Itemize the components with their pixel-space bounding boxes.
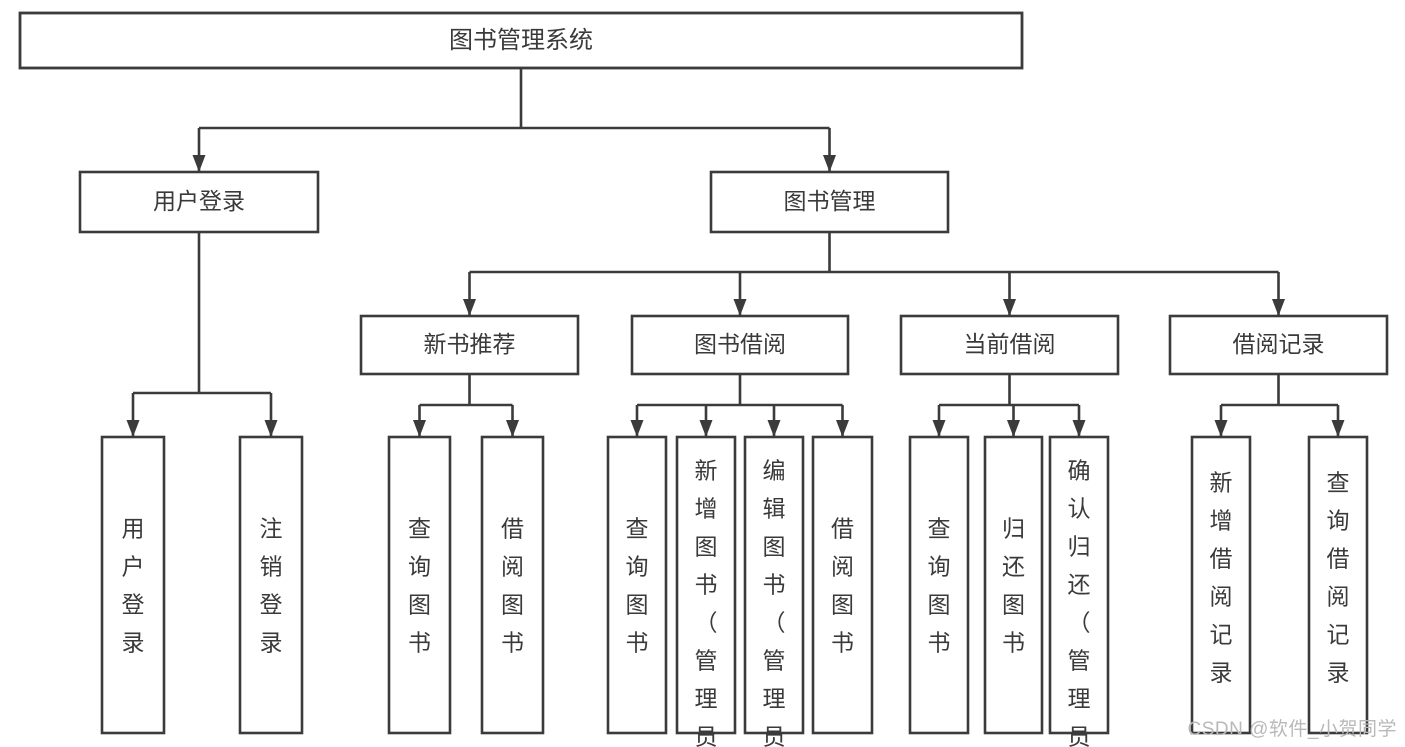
user-login-to-leaves-arrow-0 [126,420,140,437]
node-level2-2[interactable]: 图书借阅 [630,314,850,376]
node-level2-4-label: 借阅记录 [1233,331,1325,357]
node-leaf-1[interactable]: 用户登录 [100,435,166,735]
node-user-login-label: 用户登录 [153,188,245,214]
node-leaf-13-label: 查询借阅记录 [1327,469,1350,685]
node-user-login-box [78,170,320,234]
connector-layer [126,68,1345,437]
node-leaf-4-label: 借阅图书 [501,515,524,655]
node-leaf-11-label: 确认归还（管理员） [1068,457,1091,747]
node-leaf-11-box [1048,435,1110,735]
node-leaf-8-box [811,435,874,735]
node-book-management-label: 图书管理 [784,188,876,214]
node-leaf-12-box [1190,435,1252,735]
current-to-leaves-arrow-0 [932,420,946,437]
node-root-system-box [18,11,1024,70]
node-leaf-10[interactable]: 归还图书 [983,435,1044,735]
borrow-to-leaves-arrow-2 [767,420,781,437]
node-level2-1[interactable]: 新书推荐 [359,314,580,376]
node-level2-3[interactable]: 当前借阅 [899,314,1120,376]
node-level2-1-label: 新书推荐 [424,331,516,357]
node-leaf-6[interactable]: 新增图书（管理员） [675,435,737,747]
record-to-leaves-arrow-1 [1331,420,1345,437]
node-leaf-6-box [675,435,737,735]
node-leaf-4[interactable]: 借阅图书 [480,435,545,735]
current-to-leaves-arrow-2 [1072,420,1086,437]
user-login-to-leaves-arrow-1 [264,420,278,437]
node-level2-4-box [1168,314,1389,376]
node-level2-4[interactable]: 借阅记录 [1168,314,1389,376]
root-to-level1-arrow-0 [192,155,206,172]
node-level2-1-box [359,314,580,376]
node-leaf-7[interactable]: 编辑图书（管理员） [743,435,805,747]
node-leaf-9[interactable]: 查询图书 [908,435,970,735]
node-leaf-5-box [606,435,668,735]
record-to-leaves-arrow-0 [1214,420,1228,437]
new-book-to-leaves-arrow-1 [506,420,519,437]
book-mgmt-to-level2-arrow-1 [733,299,747,316]
node-level2-2-box [630,314,850,376]
node-leaf-13[interactable]: 查询借阅记录 [1307,435,1369,735]
node-leaf-11[interactable]: 确认归还（管理员） [1048,435,1110,747]
book-mgmt-to-level2-arrow-0 [463,299,476,316]
node-leaf-3[interactable]: 查询图书 [387,435,452,735]
node-leaf-1-label: 用户登录 [122,515,145,655]
node-leaf-12-label: 新增借阅记录 [1210,469,1233,685]
new-book-to-leaves-arrow-0 [413,420,426,437]
node-root-system-label: 图书管理系统 [449,27,593,54]
node-level2-3-label: 当前借阅 [964,331,1056,357]
book-mgmt-to-level2-arrow-2 [1003,299,1016,316]
node-leaf-9-label: 查询图书 [928,515,951,655]
node-level2-2-label: 图书借阅 [694,331,786,357]
borrow-to-leaves-arrow-0 [630,420,644,437]
node-leaf-2-label: 注销登录 [260,515,283,655]
node-leaf-8[interactable]: 借阅图书 [811,435,874,735]
node-leaf-2[interactable]: 注销登录 [238,435,304,735]
node-level2-3-box [899,314,1120,376]
book-mgmt-to-level2-arrow-3 [1272,299,1285,316]
node-root-system[interactable]: 图书管理系统 [18,11,1024,70]
borrow-to-leaves-arrow-3 [836,420,849,437]
node-leaf-2-box [238,435,304,735]
node-leaf-13-box [1307,435,1369,735]
borrow-to-leaves-arrow-1 [699,420,713,437]
node-leaf-7-label: 编辑图书（管理员） [763,457,786,747]
node-user-login[interactable]: 用户登录 [78,170,320,234]
node-leaf-10-box [983,435,1044,735]
node-leaf-8-label: 借阅图书 [831,515,854,655]
node-leaf-6-label: 新增图书（管理员） [695,457,718,747]
node-book-management[interactable]: 图书管理 [709,170,950,234]
node-leaf-5-label: 查询图书 [626,515,649,655]
node-leaf-3-label: 查询图书 [408,515,431,655]
current-to-leaves-arrow-1 [1007,420,1020,437]
root-to-level1-arrow-1 [823,155,836,172]
node-leaf-12[interactable]: 新增借阅记录 [1190,435,1252,735]
node-book-management-box [709,170,950,234]
node-leaf-9-box [908,435,970,735]
node-leaf-10-label: 归还图书 [1002,515,1025,655]
node-leaf-1-box [100,435,166,735]
node-leaf-3-box [387,435,452,735]
node-leaf-7-box [743,435,805,735]
node-layer: 图书管理系统用户登录图书管理新书推荐图书借阅当前借阅借阅记录用户登录注销登录查询… [18,11,1389,747]
node-leaf-5[interactable]: 查询图书 [606,435,668,735]
node-leaf-4-box [480,435,545,735]
